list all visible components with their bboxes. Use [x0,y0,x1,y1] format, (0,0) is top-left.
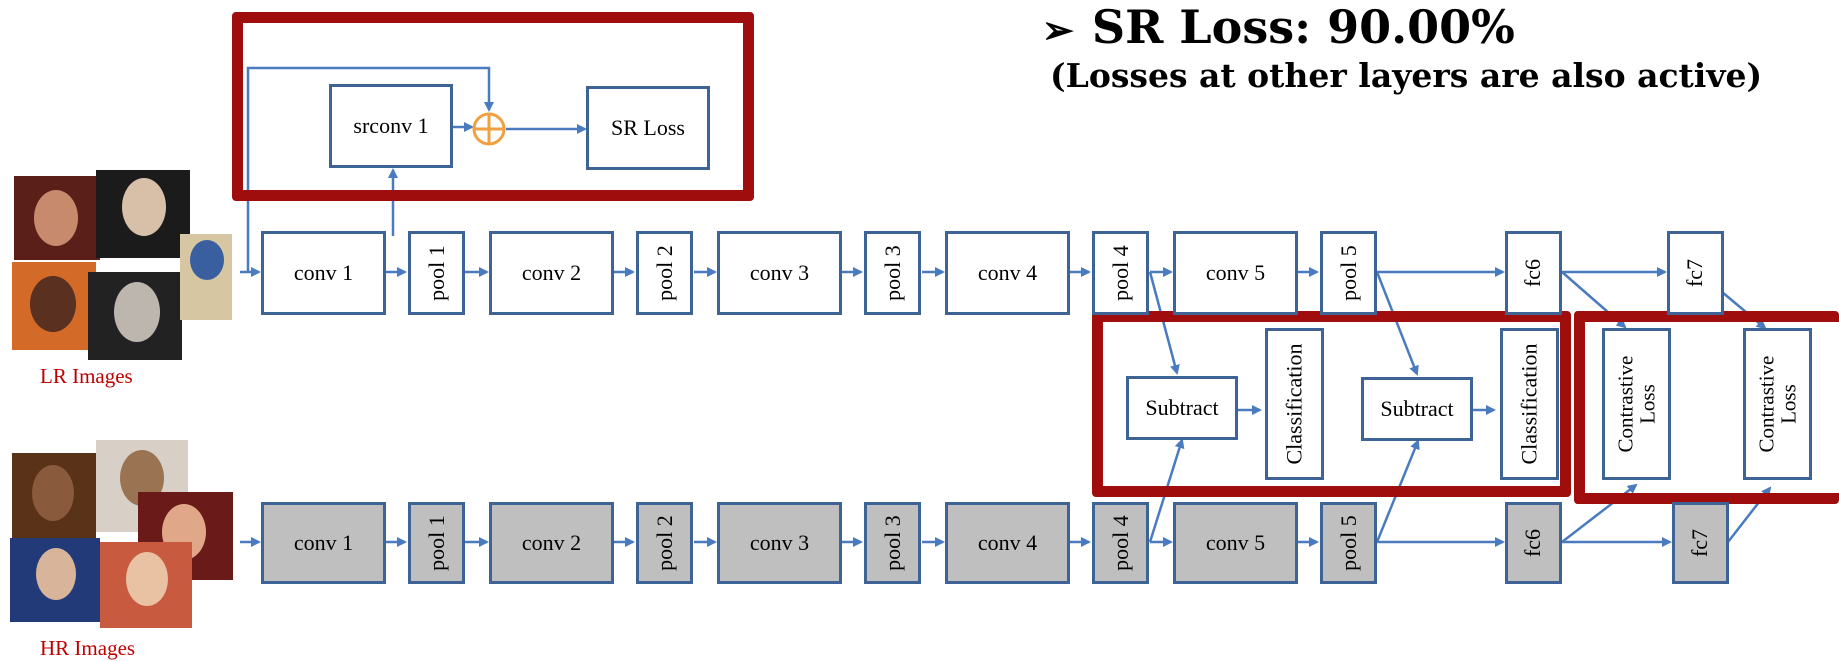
lr-pool3-label: pool 3 [879,245,905,301]
lr-conv2-label: conv 2 [521,260,582,285]
lr-conv3-box: conv 3 [717,231,842,315]
slide-title: ➢ SR Loss: 90.00% [1042,0,1515,54]
hr-pool1-label: pool 1 [423,515,449,571]
subtract-box-1: Subtract [1126,376,1238,440]
hr-face-photo [10,538,100,622]
classification-label-1: Classification [1281,343,1307,465]
lr-conv1-box: conv 1 [261,231,386,315]
subtract-label-1: Subtract [1145,395,1219,420]
lr-conv5-box: conv 5 [1173,231,1298,315]
lr-fc7-label: fc7 [1682,258,1708,288]
hr-pool2-box: pool 2 [636,502,693,584]
lr-face-photo [14,176,100,260]
hr-conv5-box: conv 5 [1173,502,1298,584]
classification-box-2: Classification [1500,328,1559,480]
slide-title-text: SR Loss: 90.00% [1091,0,1515,54]
hr-conv3-label: conv 3 [749,530,810,555]
bullet-arrow-icon: ➢ [1042,7,1074,52]
hr-fc7-label: fc7 [1687,528,1713,558]
lr-images-caption: LR Images [40,364,133,388]
lr-conv2-box: conv 2 [489,231,614,315]
hr-pool4-box: pool 4 [1092,502,1149,584]
contrastive-loss-1-line1: Contrastive [1613,355,1638,453]
hr-pool5-box: pool 5 [1320,502,1377,584]
hr-conv4-label: conv 4 [977,530,1038,555]
contrastive-loss-2-line1: Contrastive [1754,355,1779,453]
lr-pool1-label: pool 1 [423,245,449,301]
hr-fc7-box: fc7 [1672,502,1729,584]
lr-fc6-label: fc6 [1520,258,1546,288]
lr-conv5-label: conv 5 [1205,260,1266,285]
hr-pool2-label: pool 2 [651,515,677,571]
srconv1-label: srconv 1 [353,113,429,138]
hr-conv4-box: conv 4 [945,502,1070,584]
classification-box-1: Classification [1265,328,1324,480]
classification-highlight [1092,311,1571,497]
sum-node [472,112,506,146]
lr-pool3-box: pool 3 [864,231,921,315]
lr-face-photo [180,234,232,320]
hr-conv2-box: conv 2 [489,502,614,584]
hr-face-photo [100,542,192,628]
contrastive-highlight [1574,311,1839,504]
srconv1-box: srconv 1 [329,84,453,168]
hr-pool3-box: pool 3 [864,502,921,584]
lr-conv4-box: conv 4 [945,231,1070,315]
sr-branch-highlight [232,12,754,201]
lr-pool5-box: pool 5 [1320,231,1377,315]
subtract-label-2: Subtract [1380,396,1454,421]
classification-label-2: Classification [1516,343,1542,465]
contrastive-loss-1-line2: Loss [1635,384,1660,424]
lr-fc7-box: fc7 [1667,231,1724,315]
sr-loss-box: SR Loss [586,86,710,170]
slide-subtitle: (Losses at other layers are also active) [1050,56,1763,95]
hr-conv1-box: conv 1 [261,502,386,584]
hr-pool3-label: pool 3 [879,515,905,571]
lr-pool4-box: pool 4 [1092,231,1149,315]
hr-conv1-label: conv 1 [293,530,354,555]
subtract-box-2: Subtract [1361,377,1473,441]
lr-conv3-label: conv 3 [749,260,810,285]
lr-pool4-label: pool 4 [1107,245,1133,301]
hr-face-photo [12,453,96,541]
lr-pool2-label: pool 2 [651,245,677,301]
hr-conv5-label: conv 5 [1205,530,1266,555]
hr-conv3-box: conv 3 [717,502,842,584]
lr-fc6-box: fc6 [1505,231,1562,315]
hr-fc6-label: fc6 [1520,528,1546,558]
lr-pool1-box: pool 1 [408,231,465,315]
contrastive-loss-2-line2: Loss [1776,384,1801,424]
sr-loss-label: SR Loss [611,115,685,140]
hr-pool4-label: pool 4 [1107,515,1133,571]
lr-pool2-box: pool 2 [636,231,693,315]
lr-conv1-label: conv 1 [293,260,354,285]
lr-pool5-label: pool 5 [1335,245,1361,301]
hr-conv2-label: conv 2 [521,530,582,555]
lr-face-photo [88,272,182,360]
lr-face-photo [96,170,190,258]
hr-pool1-box: pool 1 [408,502,465,584]
hr-fc6-box: fc6 [1505,502,1562,584]
hr-images-caption: HR Images [40,636,136,660]
lr-conv4-label: conv 4 [977,260,1038,285]
hr-pool5-label: pool 5 [1335,515,1361,571]
lr-face-photo [12,262,96,350]
